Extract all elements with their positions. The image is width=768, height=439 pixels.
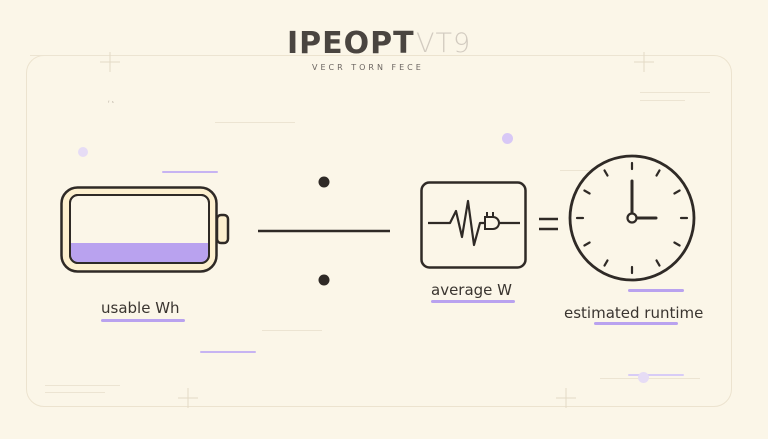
divide-icon (258, 176, 390, 286)
corner-mark: ᶠ ˢ (108, 100, 114, 107)
runtime-label-underline (594, 322, 678, 325)
diagram-frame (26, 55, 732, 407)
deco-line (560, 170, 620, 171)
power-label: average W (431, 281, 513, 299)
deco-dot (502, 133, 513, 144)
battery-label-underline (101, 319, 185, 322)
clock-accent-line (628, 289, 684, 292)
runtime-label: estimated runtime (564, 304, 704, 322)
deco-line (640, 100, 685, 101)
deco-dot (638, 372, 649, 383)
equals-icon (539, 217, 558, 231)
diagram-title: IPEOPT (287, 26, 415, 61)
power-label-underline (431, 300, 515, 303)
diagram-subtitle: VECR TORN FECE (312, 63, 424, 72)
deco-line (470, 55, 700, 56)
battery-icon (60, 186, 230, 273)
deco-line (45, 392, 105, 393)
battery-label: usable Wh (101, 299, 180, 317)
power-waveform-icon (420, 181, 527, 269)
deco-line (45, 385, 120, 386)
deco-line (640, 92, 710, 93)
deco-line (262, 330, 322, 331)
deco-line (215, 122, 295, 123)
deco-line (30, 55, 270, 56)
deco-dash (200, 351, 256, 353)
deco-dash (628, 374, 684, 376)
deco-dash (162, 171, 218, 173)
deco-dot (78, 147, 88, 157)
clock-icon (568, 154, 696, 282)
diagram-title-ghost: VT9 (416, 28, 472, 59)
deco-line (600, 378, 700, 379)
